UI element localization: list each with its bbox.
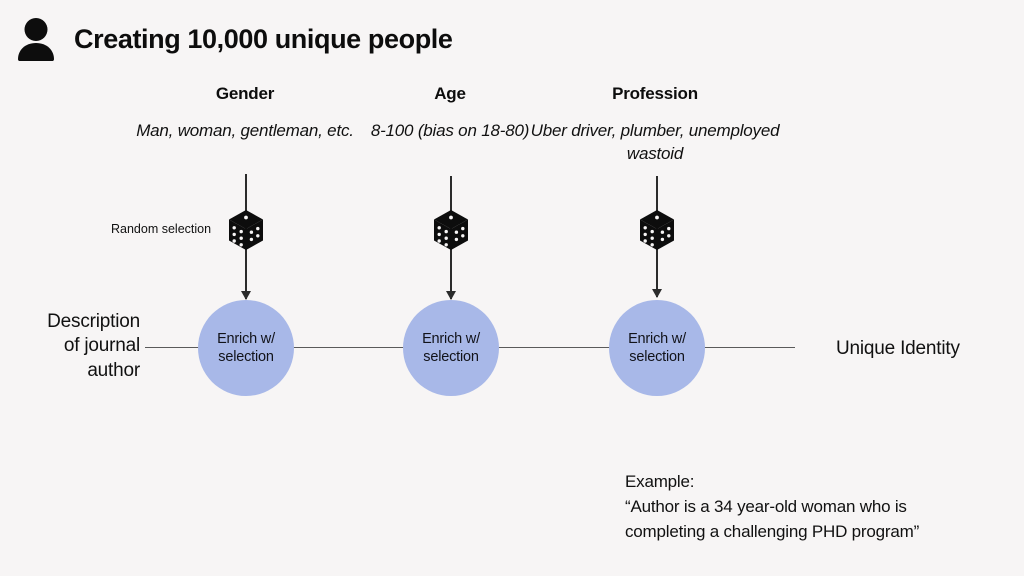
output-label: Unique Identity bbox=[836, 338, 960, 359]
column-gender: Gender Man, woman, gentleman, etc. bbox=[115, 84, 375, 143]
column-age: Age 8-100 (bias on 18-80) bbox=[320, 84, 580, 143]
pipeline-node-age[interactable]: Enrich w/ selection bbox=[403, 300, 499, 396]
column-description-age: 8-100 (bias on 18-80) bbox=[370, 121, 530, 140]
column-header-age: Age bbox=[434, 84, 466, 103]
arrow-head bbox=[652, 289, 662, 298]
column-header-profession: Profession bbox=[612, 84, 698, 103]
example-heading: Example: bbox=[625, 472, 695, 491]
slide-header: Creating 10,000 unique people bbox=[14, 16, 453, 62]
pipeline-node-profession[interactable]: Enrich w/ selection bbox=[609, 300, 705, 396]
person-icon bbox=[18, 18, 54, 61]
pipeline-node-gender[interactable]: Enrich w/ selection bbox=[198, 300, 294, 396]
column-profession: Profession Uber driver, plumber, unemplo… bbox=[525, 84, 785, 166]
example-block: Example: “Author is a 34 year-old woman … bbox=[625, 470, 1005, 545]
arrow-head bbox=[241, 291, 251, 300]
example-line-2: completing a challenging PHD program” bbox=[625, 521, 920, 541]
node-label: Enrich w/ selection bbox=[217, 330, 275, 365]
column-description-gender: Man, woman, gentleman, etc. bbox=[136, 121, 354, 140]
dice-icon bbox=[229, 210, 263, 250]
example-line-1: “Author is a 34 year-old woman who is bbox=[625, 496, 907, 516]
node-label: Enrich w/ selection bbox=[422, 330, 480, 365]
node-label: Enrich w/ selection bbox=[628, 330, 686, 365]
random-selection-label: Random selection bbox=[111, 222, 212, 236]
page-title: Creating 10,000 unique people bbox=[74, 23, 453, 54]
arrow-head bbox=[446, 291, 456, 300]
dice-icon bbox=[434, 210, 468, 250]
dice-icon bbox=[640, 210, 674, 250]
input-label: Description of journal author bbox=[47, 311, 140, 381]
column-description-profession: Uber driver, plumber, unemployed wastoid bbox=[530, 121, 780, 163]
column-header-gender: Gender bbox=[215, 84, 275, 103]
